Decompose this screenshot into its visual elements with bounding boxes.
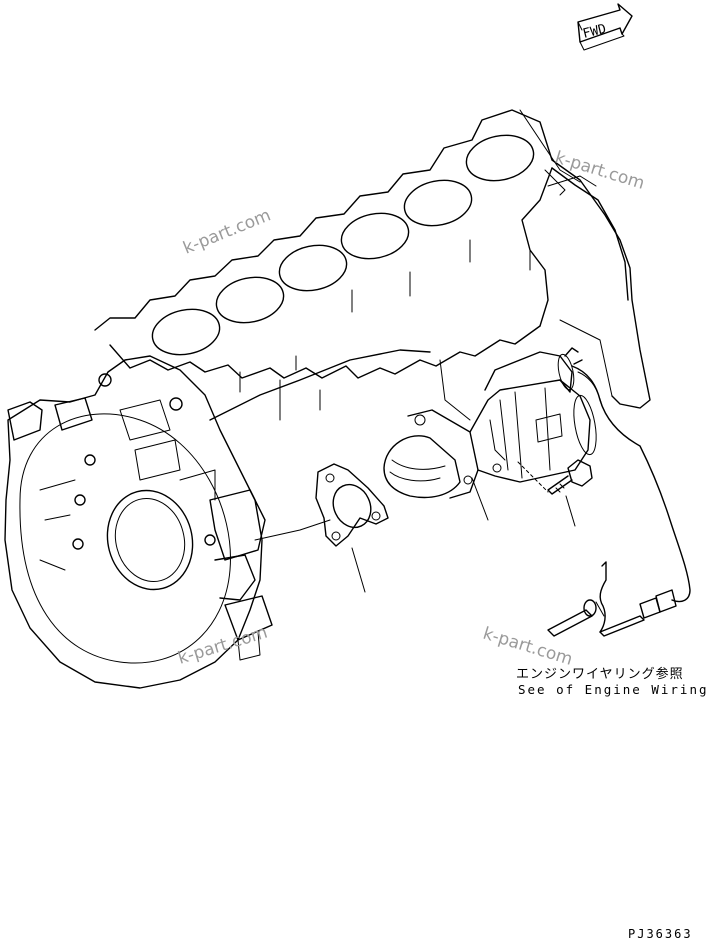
gasket	[315, 463, 389, 593]
starter-motor	[383, 347, 597, 521]
wiring-harness	[547, 365, 691, 637]
fwd-arrow-icon: FWD	[577, 3, 633, 51]
watermark: k-part.com	[553, 148, 647, 194]
gasket-leader-line	[351, 547, 366, 593]
starter-leader-line	[471, 477, 489, 521]
watermark: k-part.com	[176, 623, 270, 669]
reference-note-english: See of Engine Wiring	[518, 682, 709, 697]
engine-block	[94, 109, 651, 541]
fwd-label: FWD	[581, 22, 608, 42]
watermark: k-part.com	[481, 624, 575, 670]
reference-note-japanese: エンジンワイヤリング参照	[516, 666, 684, 682]
bolt-leader-line	[565, 495, 576, 527]
flywheel-housing	[4, 355, 273, 689]
watermark: k-part.com	[180, 205, 273, 258]
drawing-code: PJ36363	[628, 927, 693, 941]
mounting-bolt	[517, 459, 593, 527]
